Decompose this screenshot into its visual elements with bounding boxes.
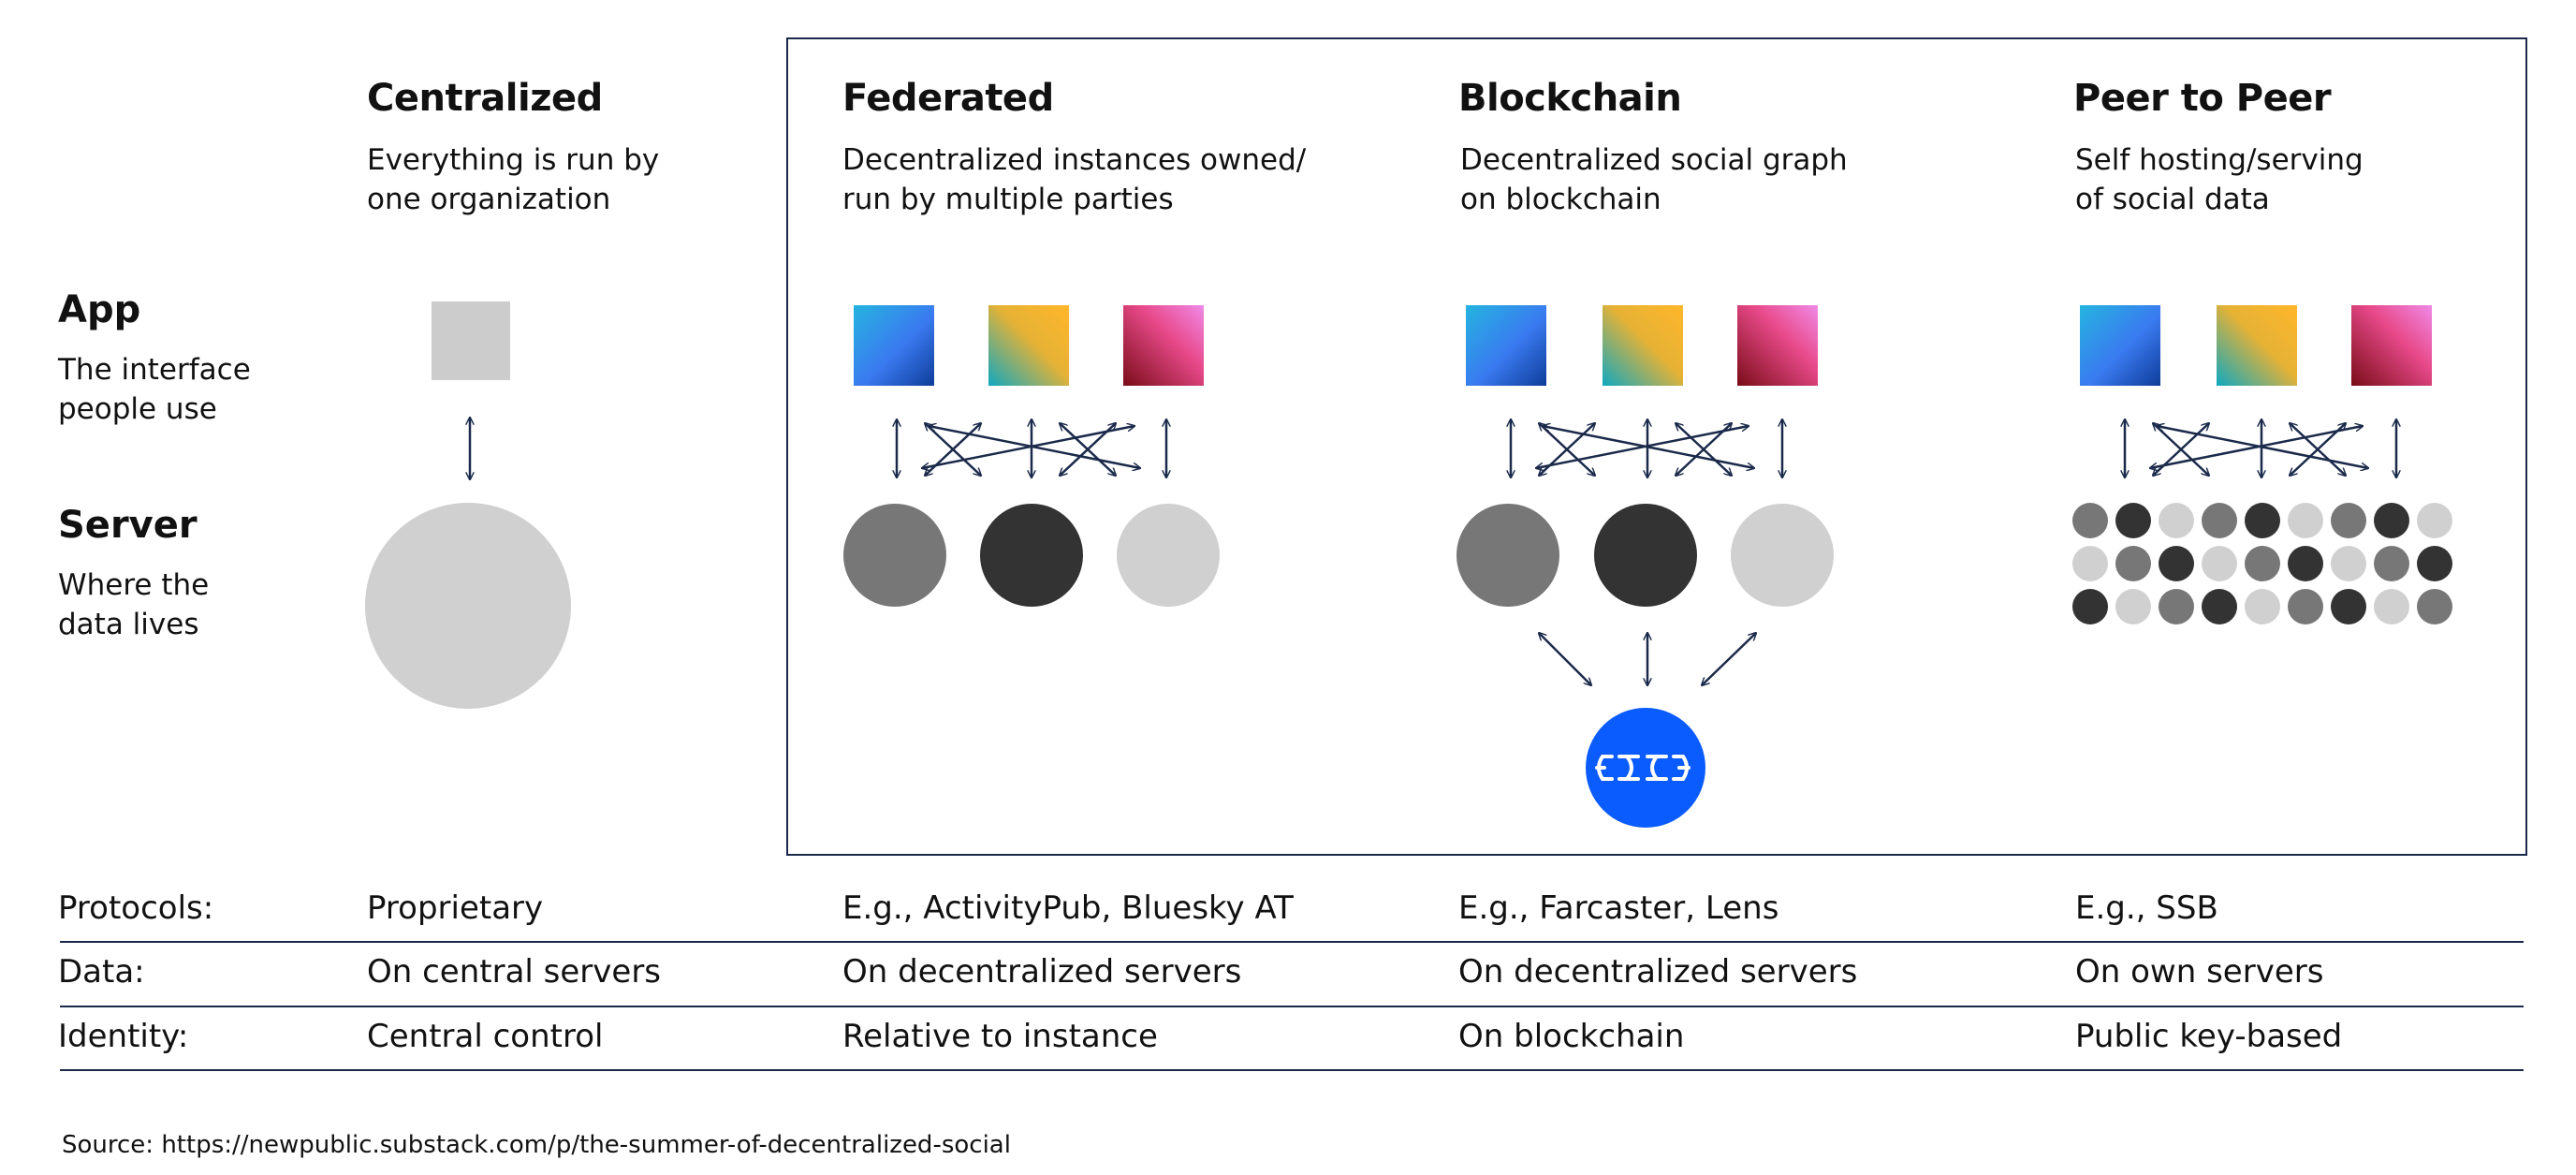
table-divider [60, 1069, 2524, 1071]
column-desc-centralized: Everything is run by one organization [367, 143, 660, 216]
column-title-peer-to-peer: Peer to Peer [2073, 77, 2332, 120]
row-desc-app: The interface people use [58, 353, 251, 426]
column-title-federated: Federated [842, 77, 1054, 120]
federated-server-dark [980, 504, 1083, 607]
decentralized-frame [786, 37, 2527, 856]
federated-server-light [1117, 504, 1220, 607]
p2p-server-dots [2072, 503, 2452, 624]
centralized-server-circle [365, 503, 571, 709]
table-row-label-identity: Identity: [58, 1018, 189, 1055]
table-cell: On own servers [2075, 953, 2324, 991]
column-desc-federated: Decentralized instances owned/ run by mu… [842, 143, 1307, 216]
row-desc-server: Where the data lives [58, 568, 210, 641]
federated-server-mid [843, 504, 946, 607]
table-cell: Public key-based [2075, 1018, 2343, 1055]
table-cell: On decentralized servers [1458, 953, 1858, 991]
column-title-blockchain: Blockchain [1458, 77, 1682, 120]
centralized-app-square [432, 301, 510, 380]
blockchain-arrows [1511, 419, 1782, 477]
column-desc-blockchain: Decentralized social graph on blockchain [1460, 143, 1848, 216]
federated-app-yellow [988, 305, 1069, 386]
column-desc-peer-to-peer: Self hosting/serving of social data [2075, 143, 2364, 216]
table-cell: On central servers [367, 953, 662, 991]
blockchain-server-dark [1594, 504, 1697, 607]
federated-arrows [897, 419, 1166, 477]
table-cell: On blockchain [1458, 1018, 1685, 1055]
p2p-arrows [2125, 419, 2396, 477]
blockchain-app-pink [1737, 305, 1818, 386]
table-cell: Central control [367, 1018, 604, 1055]
row-title-server: Server [58, 504, 198, 547]
source-note: Source: https://newpublic.substack.com/p… [62, 1131, 1011, 1159]
row-title-app: App [58, 288, 141, 331]
p2p-app-yellow [2217, 305, 2297, 386]
table-divider [60, 941, 2524, 943]
p2p-app-blue [2080, 305, 2160, 386]
table-cell: Relative to instance [842, 1018, 1158, 1055]
table-cell: E.g., Farcaster, Lens [1458, 889, 1779, 927]
federated-app-blue [854, 305, 934, 386]
blockchain-app-blue [1466, 305, 1546, 386]
blockchain-app-yellow [1603, 305, 1683, 386]
table-divider [60, 1006, 2524, 1007]
table-row-label-data: Data: [58, 953, 145, 991]
table-cell: Proprietary [367, 889, 544, 927]
federated-app-pink [1123, 305, 1204, 386]
table-cell: E.g., ActivityPub, Bluesky AT [842, 889, 1294, 927]
table-row-label-protocols: Protocols: [58, 889, 214, 927]
architecture-diagram [365, 301, 2452, 828]
table-cell: E.g., SSB [2075, 889, 2218, 927]
p2p-app-pink [2351, 305, 2432, 386]
blockchain-server-light [1731, 504, 1834, 607]
table-cell: On decentralized servers [842, 953, 1242, 991]
chain-link-icon [1595, 755, 1690, 781]
blockchain-to-chain-arrows [1539, 633, 1756, 685]
blockchain-node [1586, 708, 1705, 828]
column-title-centralized: Centralized [367, 77, 603, 120]
blockchain-server-mid [1456, 504, 1559, 607]
